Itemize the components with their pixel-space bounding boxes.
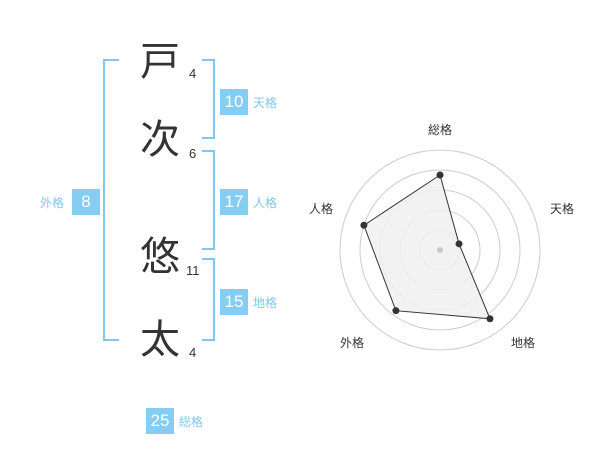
tenkaku-label: 天格	[253, 96, 278, 110]
jinkaku-label: 人格	[253, 196, 278, 210]
stroke-count-4: 4	[189, 345, 197, 360]
gaikaku-value-badge: 8	[72, 189, 100, 215]
radar-point-5	[360, 221, 368, 229]
jinkaku-value-badge: 17	[220, 189, 248, 215]
name-char-2: 次	[140, 117, 180, 163]
radar-point-2	[455, 240, 463, 248]
name-char-4: 太	[140, 317, 180, 363]
name-char-1: 戸	[140, 39, 180, 85]
radar-point-3	[486, 315, 494, 323]
gaikaku-label: 外格	[40, 196, 65, 210]
radar-point-1	[436, 171, 444, 179]
soukaku-label: 総格	[179, 415, 204, 429]
soukaku-value-badge: 25	[146, 408, 174, 434]
stroke-count-3: 11	[186, 263, 200, 278]
radar-axis-label-tenkaku: 天格	[550, 202, 575, 216]
radar-center-dot	[437, 247, 443, 253]
radar-value-polygon	[363, 174, 491, 320]
radar-axis-label-soukaku: 総格	[428, 123, 453, 137]
name-char-3: 悠	[140, 234, 180, 280]
radar-axis-label-jinkaku: 人格	[309, 202, 334, 216]
radar-ring-4	[359, 169, 521, 331]
tenkaku-value-badge: 10	[220, 89, 248, 115]
radar-ring-5	[339, 149, 541, 351]
stroke-count-1: 4	[189, 66, 197, 81]
chikaku-value-badge: 15	[220, 289, 248, 315]
radar-axis-label-chikaku: 地格	[511, 336, 536, 350]
stroke-count-2: 6	[189, 146, 197, 161]
radar-axis-label-gaikaku: 外格	[340, 336, 365, 350]
radar-point-4	[392, 307, 400, 315]
chikaku-label: 地格	[253, 296, 278, 310]
